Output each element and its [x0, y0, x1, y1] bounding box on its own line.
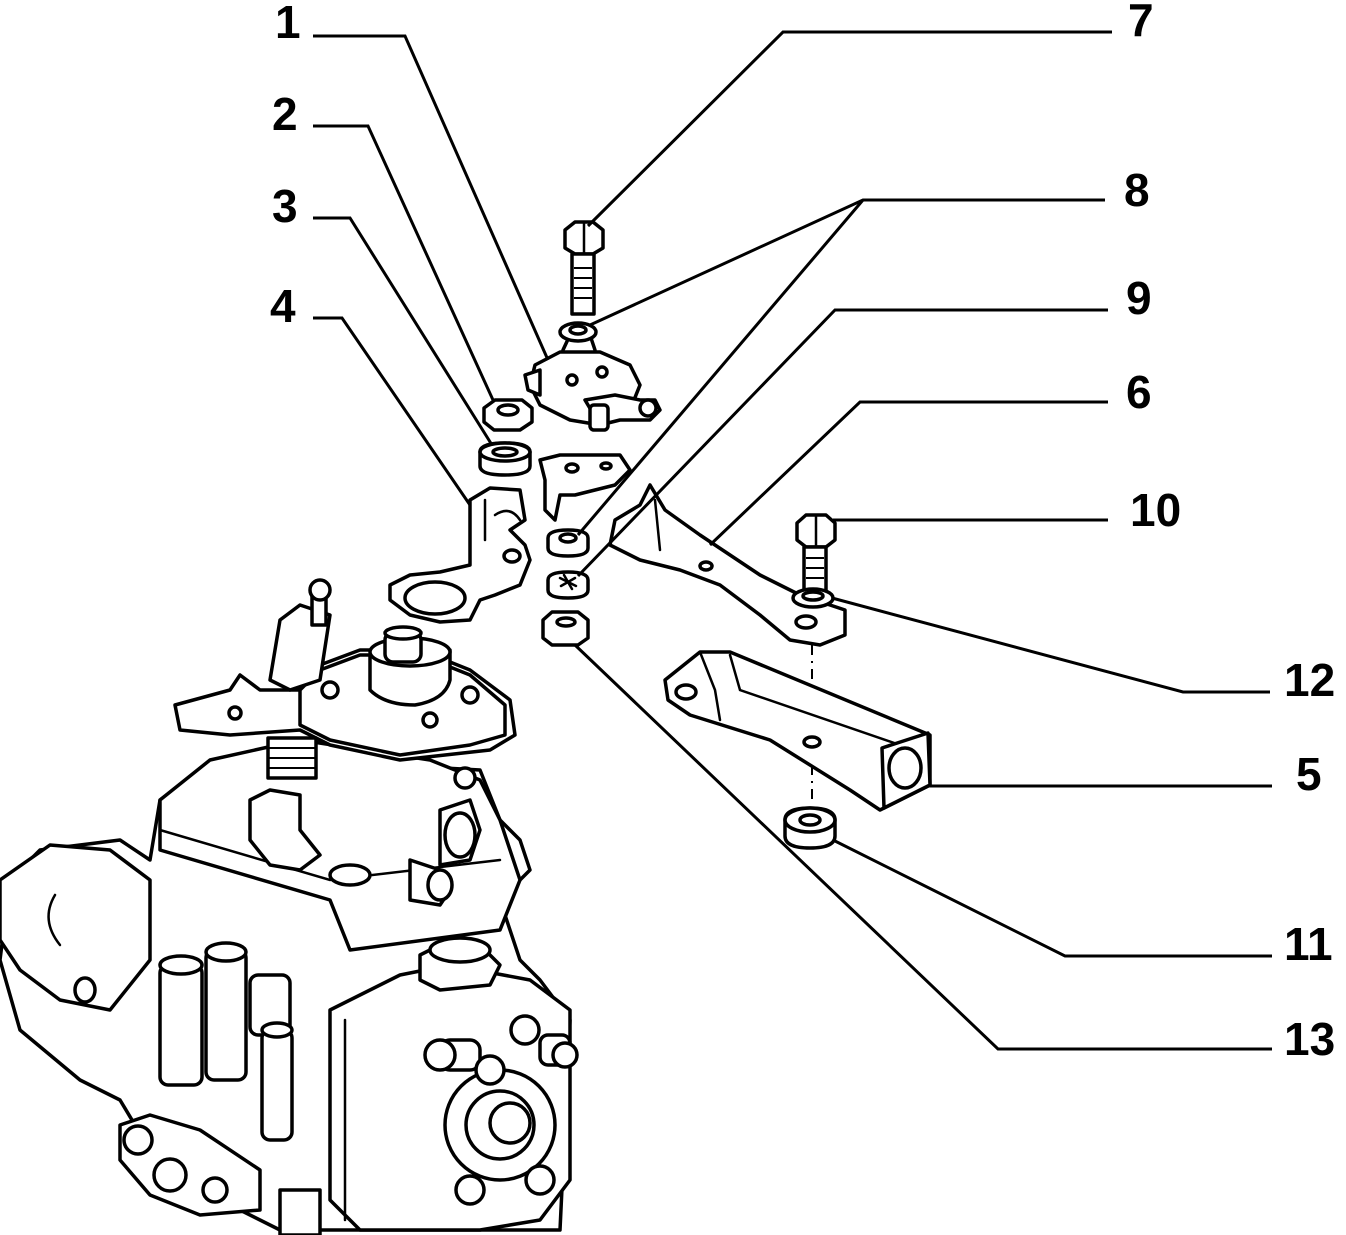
- part-13-nut: [541, 610, 590, 647]
- part-4-plate: [388, 486, 532, 624]
- leader-8b: [576, 199, 865, 536]
- part-2-nut: [482, 398, 534, 432]
- leader-9: [576, 308, 1108, 578]
- callout-labels: 1 2 3 4 7 8 9 6 10 12 5 11 13: [270, 0, 1335, 1065]
- part-10-bolt: [795, 513, 837, 594]
- part-11-spacer: [783, 806, 837, 850]
- leader-3: [313, 216, 494, 446]
- callout-5: 5: [1296, 748, 1322, 800]
- callout-13: 13: [1284, 1013, 1335, 1065]
- callout-4: 4: [270, 280, 296, 332]
- callout-11: 11: [1284, 918, 1333, 970]
- leader-13: [573, 643, 1272, 1051]
- injection-pump-illustration: [0, 578, 579, 1235]
- leader-2: [313, 124, 495, 401]
- callout-3: 3: [272, 180, 298, 232]
- part-12-washer: [791, 587, 835, 609]
- callout-1: 1: [275, 0, 301, 48]
- callout-10: 10: [1130, 484, 1181, 536]
- outlet-fittings: [158, 941, 294, 1142]
- callout-7: 7: [1128, 0, 1154, 46]
- part-3-washer: [478, 441, 532, 477]
- part-1-switch: [523, 333, 662, 432]
- leader-11: [832, 838, 1272, 958]
- callout-9: 9: [1126, 272, 1152, 324]
- part-6-bracket: [538, 453, 847, 647]
- leader-1: [313, 34, 550, 361]
- leader-7: [586, 30, 1112, 228]
- leader-lines: [313, 30, 1272, 1051]
- callout-12: 12: [1284, 654, 1335, 706]
- leader-4: [313, 316, 472, 506]
- part-8-washer-lower: [546, 528, 590, 558]
- part-9-lock-washer: [546, 570, 590, 600]
- part-8-washer-top: [558, 321, 598, 343]
- part-7-bolt: [563, 220, 605, 316]
- callout-6: 6: [1126, 366, 1152, 418]
- leader-6: [708, 400, 1108, 547]
- callout-2: 2: [272, 88, 298, 140]
- leader-12: [831, 596, 1270, 694]
- part-5-support: [663, 650, 932, 812]
- callout-8: 8: [1124, 164, 1150, 216]
